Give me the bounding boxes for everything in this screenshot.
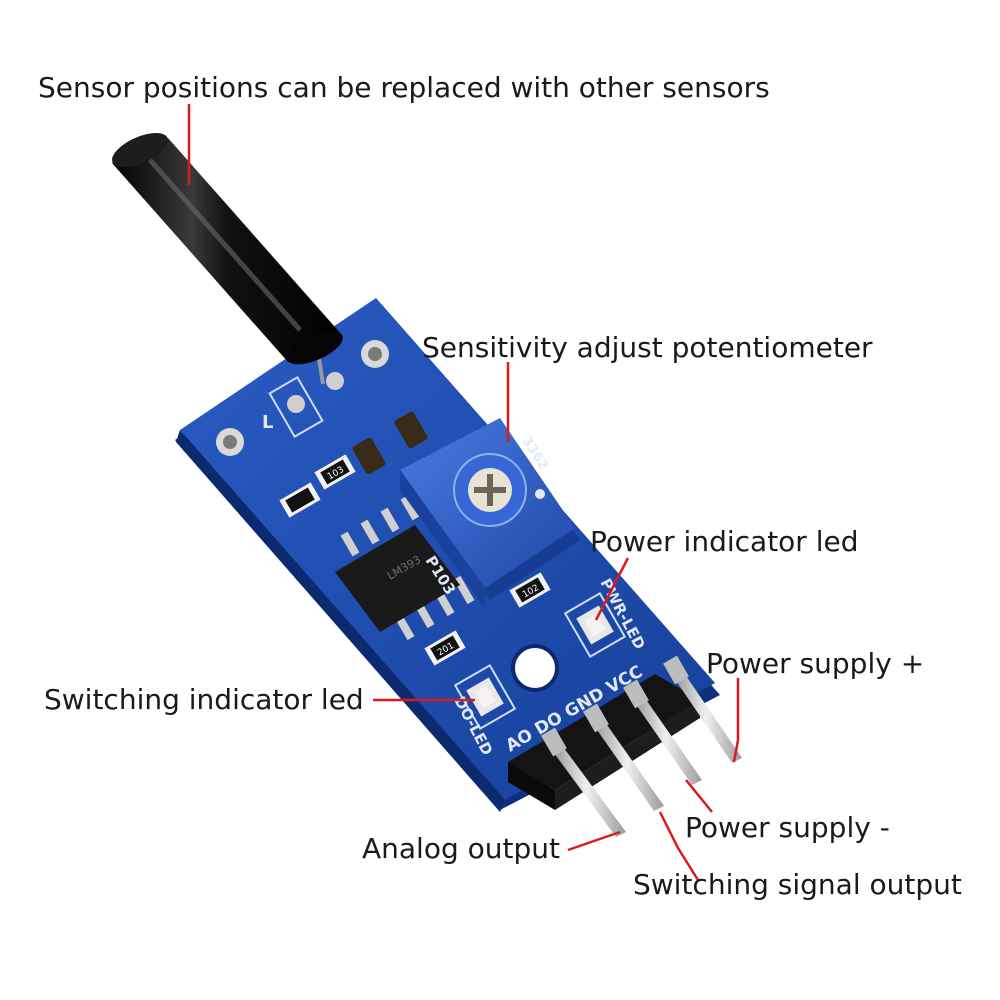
label-switch-output: Switching signal output: [633, 868, 962, 901]
smd-capacitors: [352, 411, 428, 475]
leader-power-minus: [685, 779, 713, 813]
leader-switch-out: [658, 811, 700, 881]
switching-led: [453, 663, 517, 731]
leader-lines: [187, 104, 740, 881]
mounting-holes: [216, 340, 559, 692]
label-analog-output: Analog output: [362, 832, 560, 865]
potentiometer: P103 3362: [400, 418, 580, 608]
power-led: [563, 591, 627, 659]
label-power-plus: Power supply +: [706, 647, 925, 680]
smd-resistors: 103 102 201: [279, 454, 551, 666]
sensor-pads: L: [262, 372, 344, 439]
label-power-led: Power indicator led: [590, 525, 859, 558]
label-power-minus: Power supply -: [685, 811, 890, 844]
label-sensor: Sensor positions can be replaced with ot…: [38, 71, 770, 104]
header-pins: [541, 655, 742, 837]
svg-text:L: L: [262, 412, 273, 433]
leader-analog: [567, 830, 621, 852]
leader-power-plus: [732, 678, 740, 763]
leader-power-led: [594, 557, 630, 621]
vibration-sensor: [112, 132, 343, 385]
comparator-chip: LM393: [335, 495, 475, 641]
label-switch-led: Switching indicator led: [44, 683, 364, 716]
label-potentiometer: Sensitivity adjust potentiometer: [422, 331, 873, 364]
